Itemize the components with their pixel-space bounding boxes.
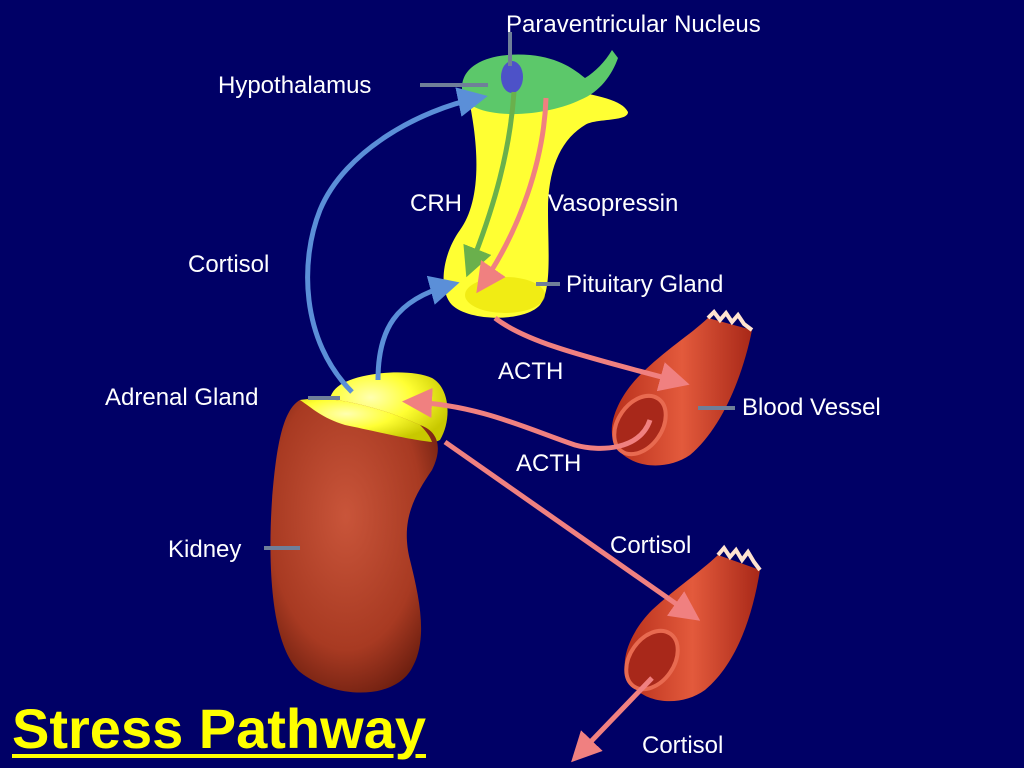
hypothalamus-organ-icon bbox=[462, 50, 618, 115]
label-pituitary-gland: Pituitary Gland bbox=[566, 271, 724, 298]
page-title: Stress Pathway bbox=[12, 697, 426, 760]
label-adrenal-gland: Adrenal Gland bbox=[105, 384, 259, 411]
acth-to-adrenal-arrow bbox=[402, 387, 653, 451]
cortisol-output-arrow bbox=[571, 676, 654, 763]
paraventricular-nucleus-icon bbox=[501, 61, 523, 93]
leader-lines bbox=[264, 32, 735, 550]
cortisol-feedback-arrow bbox=[305, 87, 488, 394]
label-kidney: Kidney bbox=[168, 536, 242, 563]
label-acth-lower: ACTH bbox=[516, 450, 582, 477]
label-crh: CRH bbox=[410, 190, 462, 217]
label-cortisol-release: Cortisol bbox=[610, 532, 692, 559]
blood-vessel-icon bbox=[624, 544, 762, 702]
label-hypothalamus: Hypothalamus bbox=[218, 72, 372, 99]
kidney-icon bbox=[270, 398, 438, 693]
label-vasopressin: Vasopressin bbox=[548, 190, 679, 217]
crh-arrow bbox=[463, 91, 517, 278]
label-cortisol-feedback: Cortisol bbox=[188, 251, 270, 278]
vasopressin-arrow bbox=[476, 97, 549, 294]
acth-to-vessel-arrow bbox=[493, 316, 690, 392]
cortisol-to-pituitary-arrow bbox=[375, 275, 460, 381]
label-acth-upper: ACTH bbox=[498, 358, 564, 385]
label-paraventricular-nucleus: Paraventricular Nucleus bbox=[506, 11, 761, 38]
label-blood-vessel: Blood Vessel bbox=[742, 394, 881, 421]
label-cortisol-output: Cortisol bbox=[642, 732, 724, 759]
cortisol-to-vessel-arrow bbox=[443, 439, 701, 621]
